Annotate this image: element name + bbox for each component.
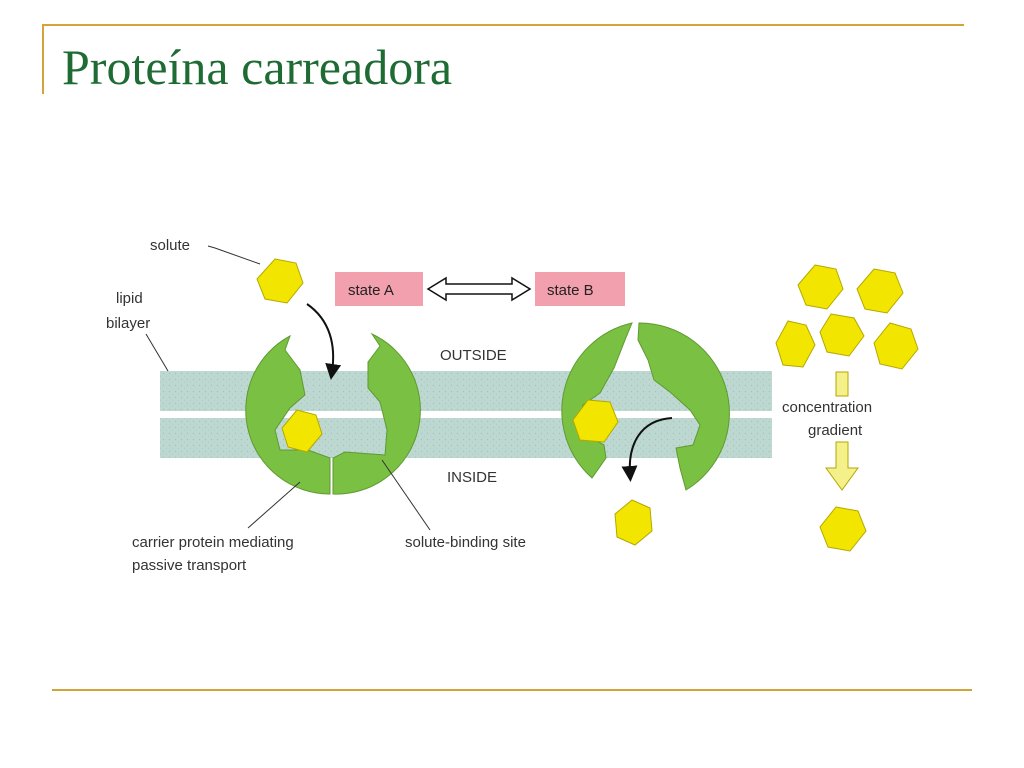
solute-leader-line: [207, 245, 261, 265]
solute-cluster: [775, 264, 919, 552]
binding-site-label: solute-binding site: [405, 534, 526, 551]
solute-entry-arrow: [306, 303, 342, 380]
carrier-protein-state-b: [561, 322, 730, 491]
outside-label: OUTSIDE: [440, 347, 507, 364]
state-a-box: [335, 272, 423, 306]
solute-cluster-2: [856, 268, 904, 314]
protein-a-right-half: [332, 332, 421, 495]
slide-title: Proteína carreadora: [62, 39, 453, 95]
carrier-label-line1: carrier protein mediating: [132, 534, 294, 551]
gradient-label-line1: concentration: [782, 399, 872, 416]
solute-label: solute: [150, 237, 190, 254]
binding-site-leader-line: [381, 459, 431, 531]
solute-cluster-1: [797, 264, 844, 310]
solute-top: [256, 258, 304, 304]
solute-bound-a: [281, 409, 323, 453]
inside-label: INSIDE: [447, 469, 497, 486]
lipid-label-line2: bilayer: [106, 315, 150, 332]
solute-cluster-bottom: [819, 506, 867, 552]
state-a-label: state A: [348, 282, 394, 299]
state-b-box: [535, 272, 625, 306]
carrier-leader-line: [247, 481, 301, 529]
solute-bound-b: [572, 399, 619, 443]
concentration-gradient-arrow: [825, 371, 859, 491]
carrier-protein-state-a: [245, 332, 421, 495]
solute-cluster-5: [873, 322, 919, 370]
solute-exit-arrow: [621, 417, 673, 482]
solute-cluster-3: [775, 320, 816, 368]
carrier-label-line2: passive transport: [132, 557, 247, 574]
frame-top-line: [42, 24, 964, 26]
lipid-leader-line: [145, 333, 169, 372]
frame-left-line: [42, 24, 44, 94]
lipid-label-line1: lipid: [116, 290, 143, 307]
protein-a-left-half: [245, 334, 331, 495]
state-double-arrow: [426, 276, 532, 302]
frame-bottom-line: [52, 689, 972, 691]
protein-b-right-half: [637, 322, 730, 491]
solute-cluster-4: [819, 313, 865, 357]
gradient-label-line2: gradient: [808, 422, 863, 439]
solute-released: [614, 499, 653, 546]
state-b-label: state B: [547, 282, 594, 299]
